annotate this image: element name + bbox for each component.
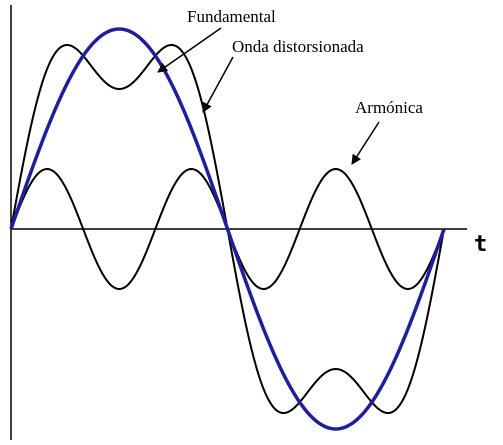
harmonic-label: Armónica <box>355 98 423 117</box>
time-axis-label: t <box>474 232 487 257</box>
distorted-wave-arrow <box>202 56 234 113</box>
fundamental-wave-curve <box>9 27 446 431</box>
fundamental-arrow <box>157 27 222 73</box>
fundamental-label: Fundamental <box>187 7 276 26</box>
distorted-wave-label: Onda distorsionada <box>232 37 364 56</box>
harmonic-arrow <box>351 121 380 165</box>
